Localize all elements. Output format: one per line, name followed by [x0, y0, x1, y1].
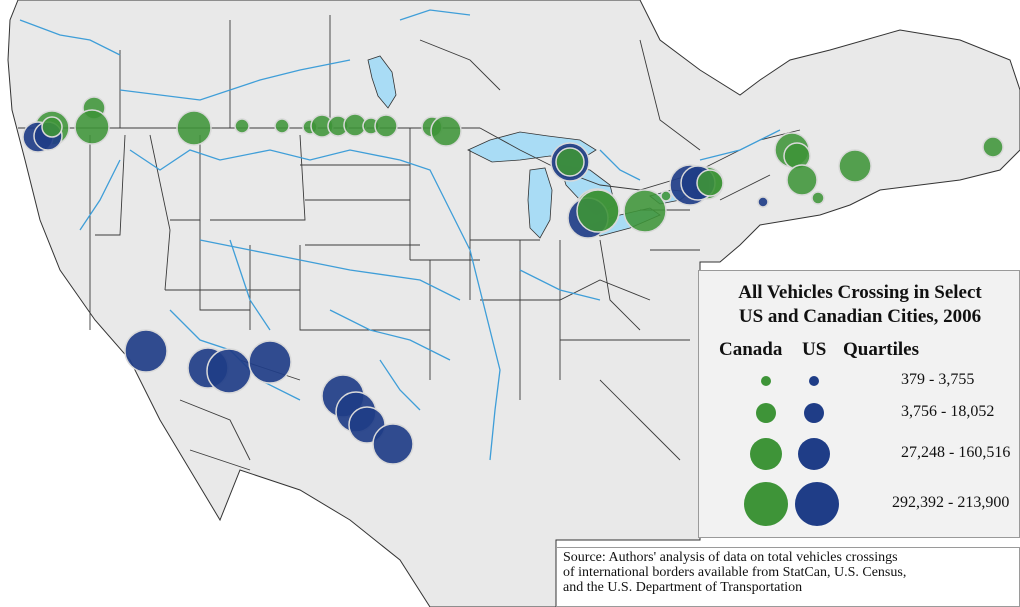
map-title-line2: US and Canadian Cities, 2006 — [738, 306, 982, 327]
canada-circle — [555, 147, 585, 177]
legend-us-q2 — [804, 403, 824, 423]
legend-us-q3 — [798, 438, 830, 470]
legend-canada-q3 — [750, 438, 782, 470]
us-circle — [372, 423, 414, 465]
legend-range-q4: 292,392 - 213,900 — [892, 494, 1010, 511]
legend-range-q3: 27,248 - 160,516 — [901, 444, 1011, 461]
us-circle — [206, 348, 252, 394]
legend-us-q4 — [795, 482, 839, 526]
canada-circle — [696, 169, 724, 197]
us-circle — [248, 340, 292, 384]
canada-circle — [838, 149, 872, 183]
legend-quartiles-header: Quartiles — [843, 339, 919, 360]
canada-circle — [786, 164, 818, 196]
us-circle — [124, 329, 168, 373]
map-title: All Vehicles Crossing in Select US and C… — [699, 281, 1020, 329]
canada-crossings-overlay — [41, 116, 724, 233]
map-title-line1: All Vehicles Crossing in Select — [738, 282, 982, 303]
canada-circle — [430, 115, 462, 147]
legend-us-header: US — [802, 339, 827, 360]
lake-michigan — [527, 167, 553, 239]
legend-symbols — [744, 376, 839, 526]
canada-circle — [41, 116, 63, 138]
source-note: Source: Authors' analysis of data on tot… — [556, 547, 1020, 607]
canada-circle — [74, 109, 110, 145]
canada-circle — [623, 189, 667, 233]
lake-winnipeg — [367, 55, 397, 109]
source-line3: and the U.S. Department of Transportatio… — [563, 580, 803, 595]
us-circle — [757, 196, 769, 208]
legend-range-q2: 3,756 - 18,052 — [901, 403, 995, 420]
canada-circle — [811, 191, 825, 205]
canada-circle — [374, 114, 398, 138]
legend-canada-q4 — [744, 482, 788, 526]
source-line1: Source: Authors' analysis of data on tot… — [563, 550, 898, 565]
legend-range-q1: 379 - 3,755 — [901, 371, 975, 388]
canada-circle — [982, 136, 1004, 158]
rivers — [19, 9, 781, 461]
legend-us-q1 — [809, 376, 819, 386]
canada-circle — [176, 110, 212, 146]
canada-circle — [576, 189, 620, 233]
source-line2: of international borders available from … — [563, 565, 907, 580]
legend: All Vehicles Crossing in Select US and C… — [698, 270, 1020, 538]
canada-circle — [274, 118, 290, 134]
canada-circle — [660, 190, 672, 202]
legend-canada-q2 — [756, 403, 776, 423]
canada-circle — [234, 118, 250, 134]
boundaries — [18, 15, 801, 471]
us-crossings — [22, 121, 769, 465]
legend-canada-header: Canada — [719, 339, 783, 360]
legend-canada-q1 — [761, 376, 771, 386]
